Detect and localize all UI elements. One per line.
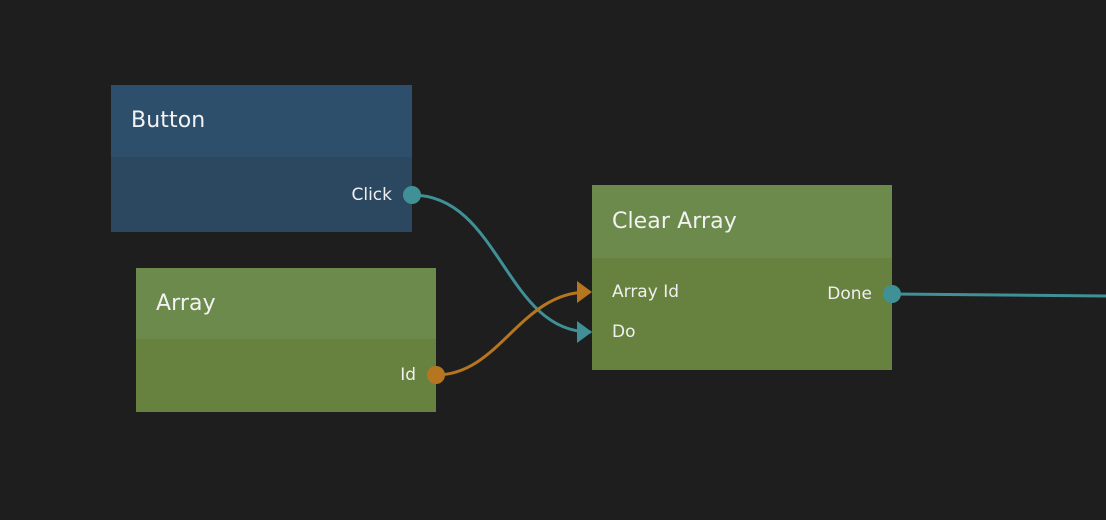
- node-button-title: Button: [131, 108, 206, 133]
- port-row-array-id[interactable]: Array Id: [592, 280, 892, 304]
- node-clear-array-header[interactable]: Clear Array: [592, 185, 892, 258]
- port-label-click: Click: [351, 184, 392, 205]
- port-label-done: Done: [827, 283, 872, 304]
- node-array[interactable]: Array Id: [136, 268, 436, 412]
- node-button-header[interactable]: Button: [111, 85, 412, 157]
- node-button[interactable]: Button Click: [111, 85, 412, 232]
- port-arrow-array-id[interactable]: [577, 281, 592, 303]
- port-label-do: Do: [612, 321, 636, 342]
- port-row-do[interactable]: Do: [592, 320, 892, 344]
- port-dot-click[interactable]: [403, 186, 421, 204]
- node-clear-array-title: Clear Array: [612, 208, 737, 234]
- edge-id-to-array-id: [434, 290, 590, 377]
- port-arrow-do[interactable]: [577, 321, 592, 343]
- edge-click-to-do: [410, 193, 592, 334]
- port-row-click[interactable]: Click: [111, 183, 412, 207]
- node-clear-array-body: Array Id Do Done: [592, 258, 892, 370]
- port-label-array-id: Array Id: [612, 281, 679, 302]
- node-array-title: Array: [156, 290, 216, 316]
- port-dot-id[interactable]: [427, 366, 445, 384]
- node-button-body: Click: [111, 157, 412, 232]
- port-label-id: Id: [400, 364, 416, 385]
- node-clear-array[interactable]: Clear Array Array Id Do Done: [592, 185, 892, 370]
- port-row-done[interactable]: Done: [592, 282, 892, 306]
- port-dot-done[interactable]: [883, 285, 901, 303]
- port-row-id[interactable]: Id: [136, 363, 436, 387]
- edge-done-out: [890, 292, 1106, 298]
- node-array-header[interactable]: Array: [136, 268, 436, 339]
- node-array-body: Id: [136, 339, 436, 412]
